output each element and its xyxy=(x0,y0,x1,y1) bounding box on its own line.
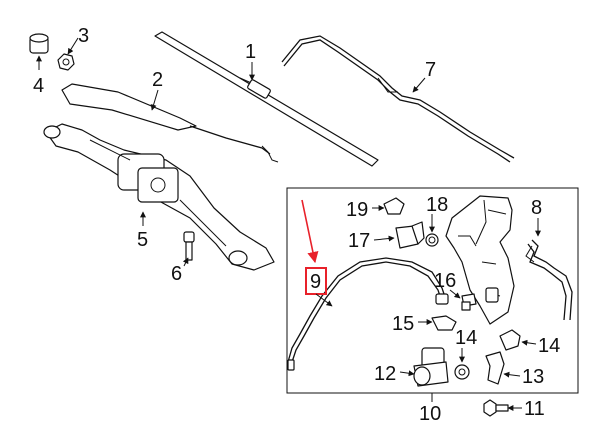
part-7-cowl-seal: 7 xyxy=(281,35,515,163)
callout-15: 15 xyxy=(392,313,414,335)
callout-14-right: 14 xyxy=(538,335,560,357)
part-9-washer-hose: 9 xyxy=(287,199,449,371)
callout-16: 16 xyxy=(434,270,456,292)
callout-17: 17 xyxy=(348,230,370,252)
callout-4: 4 xyxy=(33,75,44,97)
callout-9: 9 xyxy=(310,271,321,293)
part-16-connector: 16 xyxy=(434,270,477,311)
callout-3: 3 xyxy=(78,25,89,47)
callout-2: 2 xyxy=(152,69,163,91)
callout-11: 11 xyxy=(524,398,545,420)
part-19-clip: 19 xyxy=(346,197,405,221)
part-2-wiper-arm: 2 xyxy=(61,69,279,163)
callout-6: 6 xyxy=(171,263,182,285)
callout-8: 8 xyxy=(531,197,542,219)
callout-7: 7 xyxy=(425,59,436,81)
callout-5: 5 xyxy=(137,229,148,251)
callout-18: 18 xyxy=(426,194,448,216)
callout-1: 1 xyxy=(245,41,256,63)
washer-reservoir xyxy=(445,195,515,325)
part-11-bolt: 11 xyxy=(483,398,545,420)
callout-13: 13 xyxy=(522,366,544,388)
part-4-cap: 4 xyxy=(29,33,49,97)
part-14-cap: 14 xyxy=(499,329,560,357)
part-8-hose: 8 xyxy=(525,197,573,321)
callout-12: 12 xyxy=(374,363,396,385)
part-5-wiper-linkage: 5 xyxy=(43,123,275,271)
callout-19: 19 xyxy=(346,199,368,221)
callout-10: 10 xyxy=(419,403,441,425)
highlight-arrow xyxy=(301,199,319,264)
part-3-nut: 3 xyxy=(57,25,89,71)
part-17-sensor: 17 xyxy=(348,221,425,252)
part-14-grommet: 14 xyxy=(454,327,477,380)
part-6-bolt: 6 xyxy=(171,231,195,285)
part-1-wiper-blade: 1 xyxy=(154,31,379,167)
part-18-grommet: 18 xyxy=(425,194,448,247)
part-13-bracket: 13 xyxy=(485,351,544,388)
part-12-pump: 12 xyxy=(374,347,449,387)
callout-14-upper: 14 xyxy=(455,327,477,349)
part-15-clip: 15 xyxy=(392,313,457,335)
